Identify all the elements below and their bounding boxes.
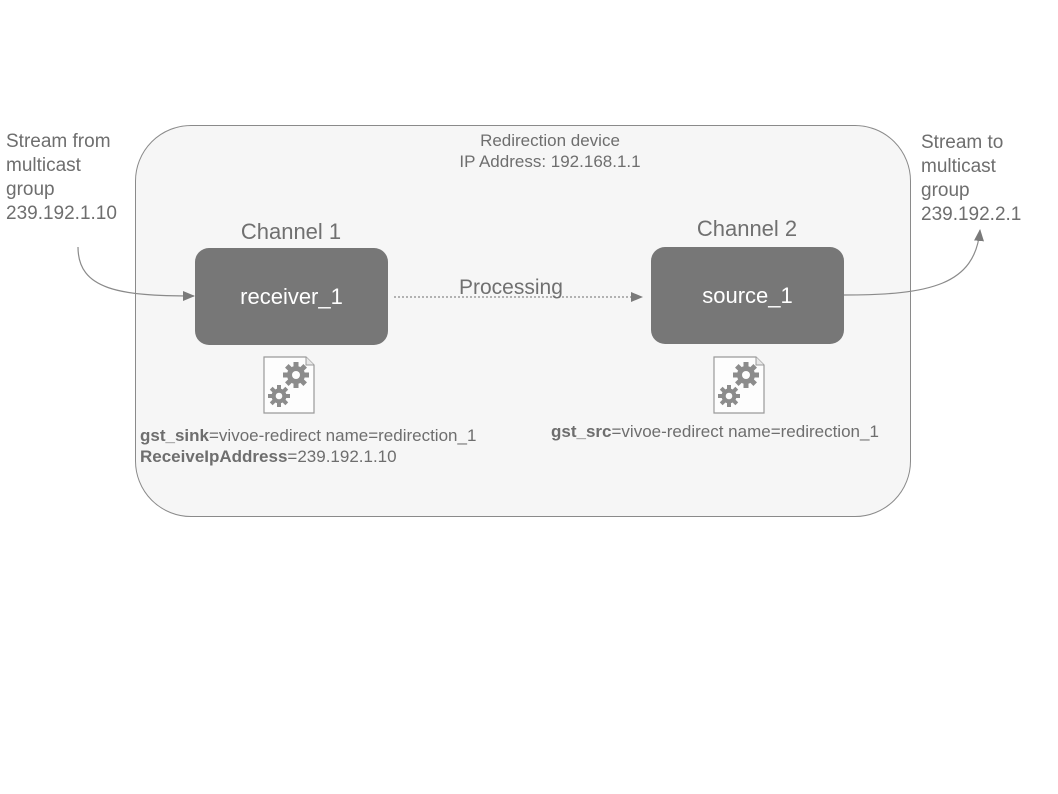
input-stream-label: Stream from multicast group 239.192.1.10 bbox=[6, 130, 117, 226]
device-ip: IP Address: 192.168.1.1 bbox=[459, 152, 641, 171]
input-stream-line: Stream from bbox=[6, 131, 111, 152]
output-stream-line: group bbox=[921, 180, 970, 201]
config-value: =vivoe-redirect name=redirection_1 bbox=[611, 422, 879, 441]
settings-file-icon bbox=[712, 355, 766, 415]
input-arrow bbox=[77, 246, 195, 301]
input-stream-line: multicast bbox=[6, 155, 81, 176]
device-title-block: Redirection device IP Address: 192.168.1… bbox=[400, 130, 700, 172]
config-key: gst_sink bbox=[140, 426, 209, 445]
config-value: =vivoe-redirect name=redirection_1 bbox=[208, 426, 477, 445]
channel-2-label: Channel 2 bbox=[696, 216, 798, 241]
output-stream-line: 239.192.2.1 bbox=[921, 204, 1022, 225]
config-key: ReceiveIpAddress bbox=[140, 447, 288, 466]
device-title: Redirection device bbox=[480, 131, 620, 150]
channel-2-config: gst_src=vivoe-redirect name=redirection_… bbox=[551, 421, 879, 442]
channel-1-label: Channel 1 bbox=[240, 219, 342, 244]
config-line: ReceiveIpAddress=239.192.1.10 bbox=[140, 446, 476, 467]
settings-file-icon bbox=[262, 355, 316, 415]
input-stream-line: group bbox=[6, 179, 55, 200]
output-stream-label: Stream to multicast group 239.192.2.1 bbox=[921, 131, 1021, 227]
processing-label: Processing bbox=[459, 276, 563, 299]
config-line: gst_sink=vivoe-redirect name=redirection… bbox=[140, 425, 476, 446]
config-line: gst_src=vivoe-redirect name=redirection_… bbox=[551, 421, 879, 442]
output-stream-line: Stream to bbox=[921, 132, 1004, 153]
receiver-node[interactable]: receiver_1 bbox=[195, 248, 388, 345]
source-node[interactable]: source_1 bbox=[651, 247, 844, 344]
input-stream-line: 239.192.1.10 bbox=[6, 203, 117, 224]
output-arrow bbox=[843, 229, 984, 296]
config-key: gst_src bbox=[551, 422, 612, 441]
channel-1-config: gst_sink=vivoe-redirect name=redirection… bbox=[140, 425, 476, 467]
config-value: =239.192.1.10 bbox=[287, 447, 397, 466]
output-stream-line: multicast bbox=[921, 156, 996, 177]
